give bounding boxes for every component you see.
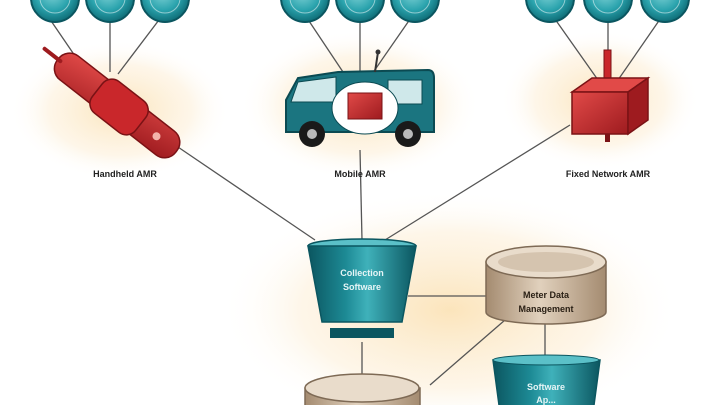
label-mdm-line1: Meter Data xyxy=(523,290,570,300)
meter-icon xyxy=(280,0,330,23)
link-meter-handheld-3 xyxy=(117,11,166,75)
meter-icon xyxy=(390,0,440,23)
link-fixed-collection xyxy=(384,124,571,241)
meter-icon xyxy=(30,0,80,23)
meter-icon xyxy=(335,0,385,23)
meter-icon xyxy=(525,0,575,23)
link-meter-mobile-1 xyxy=(302,11,346,76)
text-labels: Handheld AMR Mobile AMR Fixed Network AM… xyxy=(93,169,650,405)
funnel-icon xyxy=(307,238,417,338)
meter-icon xyxy=(640,0,690,23)
link-handheld-collection xyxy=(174,144,316,241)
meter-icon xyxy=(140,0,190,23)
label-mdm-line2: Management xyxy=(518,304,573,314)
label-mobile-amr: Mobile AMR xyxy=(334,169,386,179)
link-mdm-software xyxy=(429,319,506,386)
link-meter-fixed-3 xyxy=(617,11,666,81)
label-software-line2: Ap... xyxy=(536,395,556,405)
database-icon xyxy=(485,245,607,325)
link-mobile-collection xyxy=(359,149,363,241)
meter-icon xyxy=(85,0,135,23)
link-meter-mobile-3 xyxy=(371,11,416,75)
meter-icon xyxy=(583,0,633,23)
fixed-collector-icon xyxy=(569,49,651,142)
meter-nodes xyxy=(30,0,690,23)
label-handheld-amr: Handheld AMR xyxy=(93,169,157,179)
database-icon xyxy=(304,373,421,410)
label-fixed-network-amr: Fixed Network AMR xyxy=(566,169,651,179)
link-meter-fixed-1 xyxy=(549,11,599,81)
handheld-reader-icon xyxy=(42,46,181,159)
van-icon xyxy=(285,49,435,147)
label-collection-line2: Software xyxy=(343,282,381,292)
funnel-icon xyxy=(492,354,601,410)
label-software-line1: Software xyxy=(527,382,565,392)
label-collection-line1: Collection xyxy=(340,268,384,278)
